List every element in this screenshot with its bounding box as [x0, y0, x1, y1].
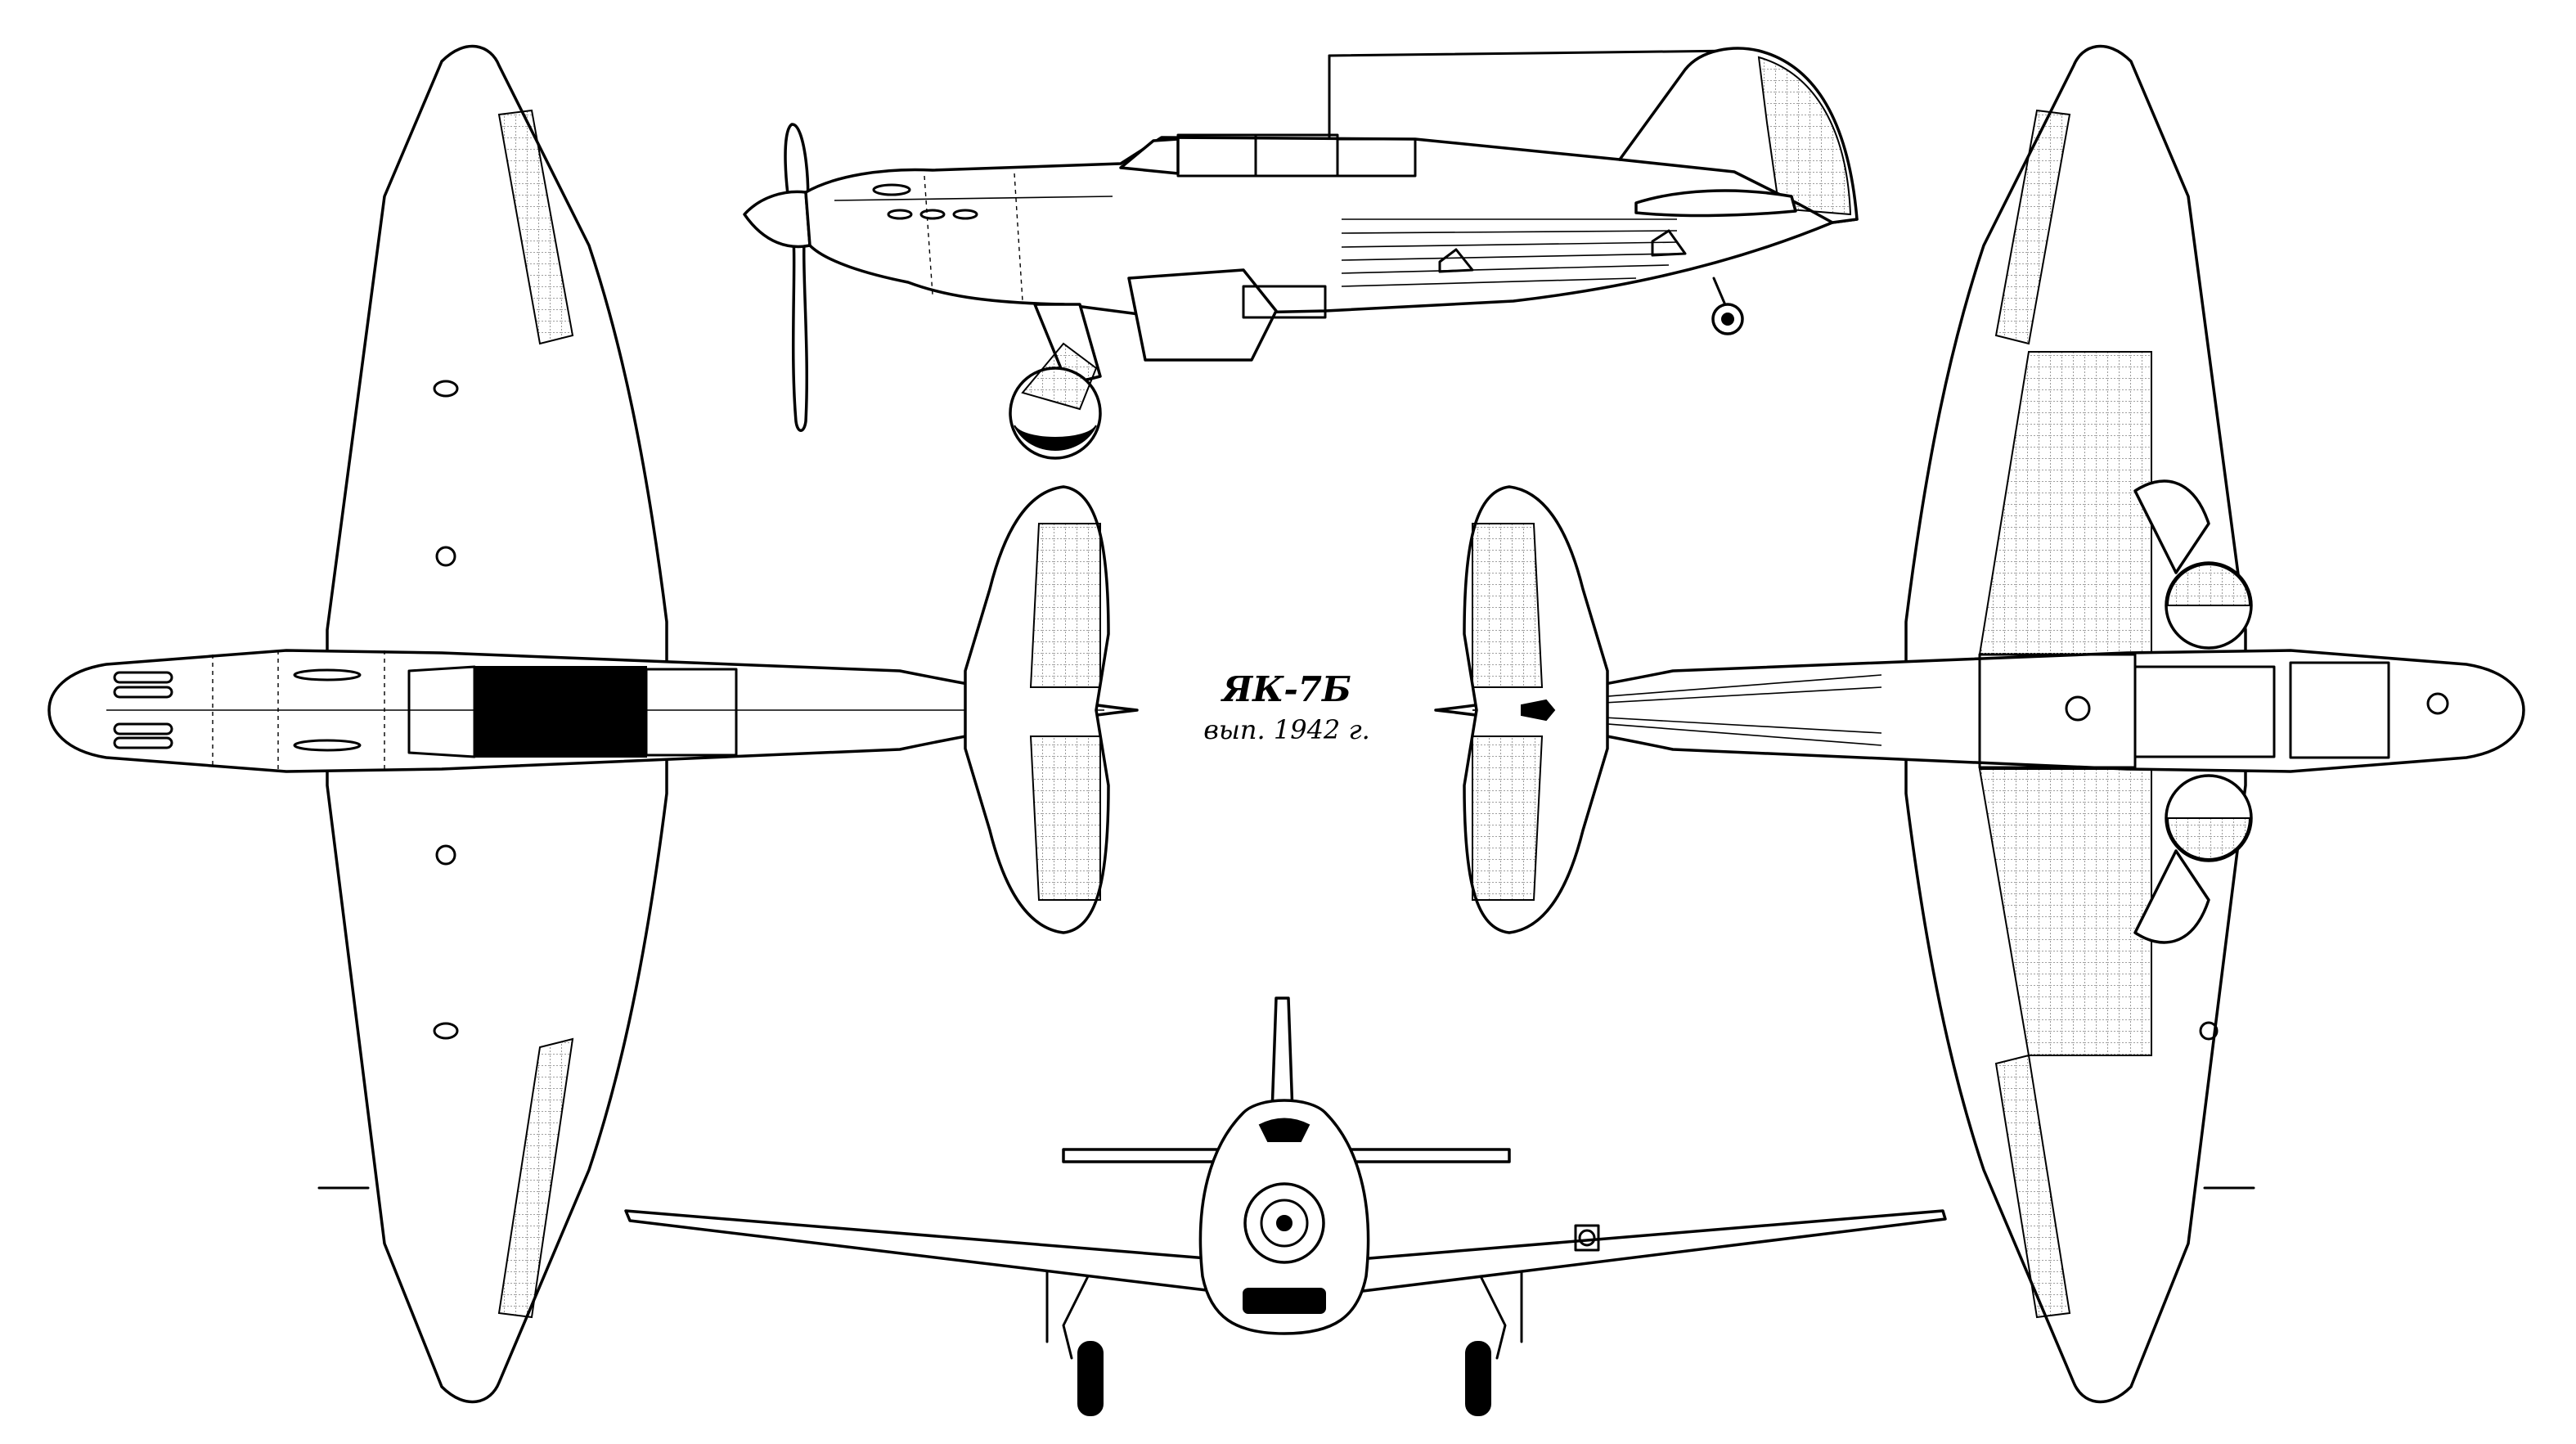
bottom-aileron-lower	[1994, 1054, 2071, 1319]
side-antenna-wire	[1328, 49, 1736, 57]
top-aileron-lower	[497, 1037, 574, 1319]
side-rudder-grid	[1757, 56, 1852, 216]
top-cockpit	[474, 666, 647, 758]
drawing-title: ЯК-7Б	[1222, 669, 1351, 709]
front-view	[624, 996, 1947, 1416]
drawing-subtitle: вып. 1942 г.	[1203, 714, 1370, 745]
front-left-wheel	[1077, 1341, 1104, 1416]
side-canopy-panel-3	[1336, 137, 1417, 178]
front-right-wheel	[1465, 1341, 1491, 1416]
top-view	[47, 44, 1139, 1404]
bottom-view	[1434, 44, 2525, 1404]
side-canopy	[1119, 137, 1180, 175]
side-view	[743, 47, 1859, 460]
side-radiator	[1127, 268, 1278, 362]
side-fuselage	[804, 129, 1859, 317]
side-propeller	[784, 123, 810, 432]
top-aileron-upper	[497, 109, 574, 345]
side-stabilizer	[1634, 189, 1797, 218]
front-fin	[1270, 996, 1294, 1114]
side-spinner	[743, 190, 811, 249]
bottom-aileron-upper	[1994, 109, 2071, 345]
